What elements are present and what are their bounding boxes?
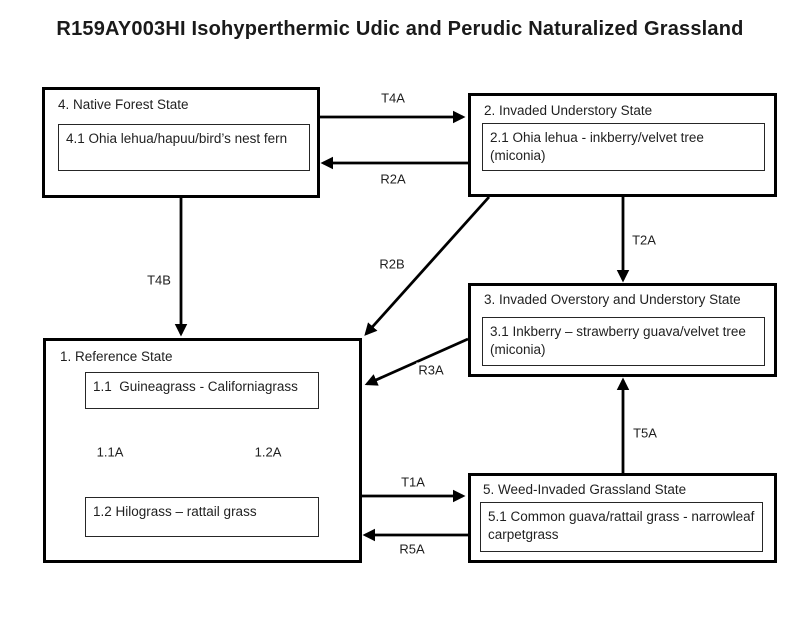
community-box-1-2: 1.2 Hilograss – rattail grass [85, 497, 319, 537]
community-box-4-1: 4.1 Ohia lehua/hapuu/bird’s nest fern [58, 124, 310, 171]
pathway-label-1-2a: 1.2A [252, 444, 284, 460]
transition-label-t2a: T2A [630, 232, 658, 248]
transition-label-t1a: T1A [399, 474, 427, 490]
state-box-invaded-understory: 2. Invaded Understory State 2.1 Ohia leh… [468, 93, 777, 197]
state-box-native-forest: 4. Native Forest State 4.1 Ohia lehua/ha… [42, 87, 320, 198]
transition-label-t5a: T5A [631, 425, 659, 441]
transition-label-r2b: R2B [377, 256, 407, 272]
community-box-5-1: 5.1 Common guava/rattail grass - narrowl… [480, 502, 763, 552]
transition-label-r3a: R3A [416, 362, 446, 378]
pathway-label-1-1a: 1.1A [94, 444, 126, 460]
transition-label-t4b: T4B [145, 272, 173, 288]
transition-label-r2a: R2A [378, 171, 408, 187]
community-box-1-1: 1.1 Guineagrass - Californiagrass [85, 372, 319, 409]
community-box-2-1: 2.1 Ohia lehua - inkberry/velvet tree (m… [482, 123, 765, 171]
state-label-native-forest: 4. Native Forest State [58, 97, 189, 112]
community-box-3-1: 3.1 Inkberry – strawberry guava/velvet t… [482, 317, 765, 366]
diagram-title: R159AY003HI Isohyperthermic Udic and Per… [56, 18, 744, 40]
state-box-invaded-overstory-understory: 3. Invaded Overstory and Understory Stat… [468, 283, 777, 377]
state-label-weed-invaded-grassland: 5. Weed-Invaded Grassland State [483, 482, 687, 497]
transition-label-t4a: T4A [379, 90, 407, 106]
state-label-invaded-understory: 2. Invaded Understory State [484, 103, 653, 118]
state-label-invaded-overstory-understory: 3. Invaded Overstory and Understory Stat… [484, 292, 741, 307]
state-box-weed-invaded-grassland: 5. Weed-Invaded Grassland State 5.1 Comm… [468, 473, 777, 563]
state-box-reference: 1. Reference State 1.1 Guineagrass - Cal… [43, 338, 362, 563]
transition-label-r5a: R5A [397, 541, 427, 557]
state-label-reference: 1. Reference State [60, 349, 173, 364]
